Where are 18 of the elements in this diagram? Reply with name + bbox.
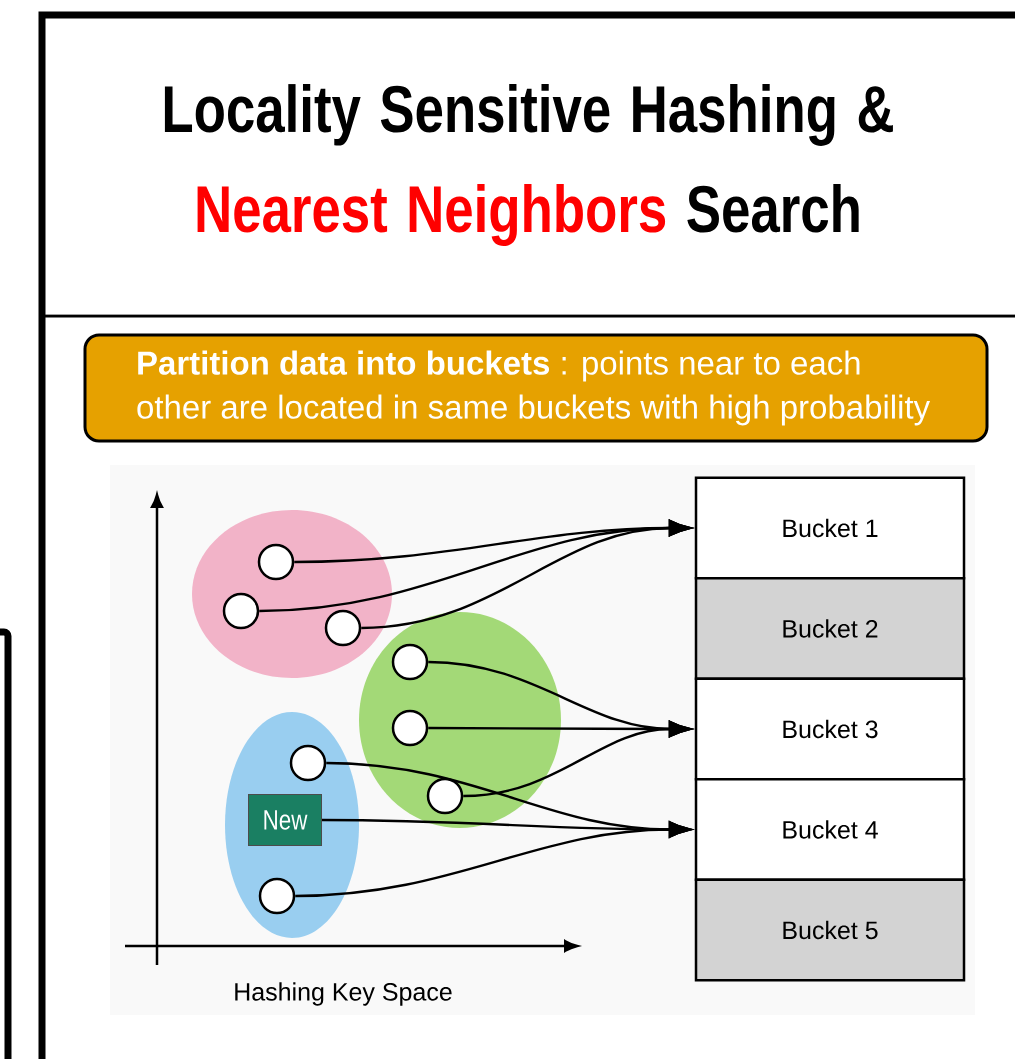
bucket-box: Bucket 4 <box>694 778 966 881</box>
bucket-box: Bucket 5 <box>694 878 966 982</box>
data-point <box>258 877 296 915</box>
note-banner: Partition data into buckets : points near to each other are located in same buckets with high probability <box>83 333 989 443</box>
new-point-tag: New <box>248 794 322 846</box>
cluster-ellipse <box>359 612 561 828</box>
data-point <box>289 744 327 782</box>
title: Locality Sensitive Hashing & Nearest Neighbors Search <box>164 84 893 246</box>
data-point <box>426 777 464 815</box>
data-point <box>391 643 429 681</box>
bucket-box: Bucket 1 <box>694 476 966 580</box>
bucket-box: Bucket 2 <box>694 577 966 680</box>
bucket-box: Bucket 3 <box>694 677 966 781</box>
data-point <box>257 543 295 581</box>
data-point <box>222 592 260 630</box>
data-point <box>324 609 362 647</box>
axis-label: Hashing Key Space <box>235 982 452 1006</box>
data-point <box>391 709 429 747</box>
